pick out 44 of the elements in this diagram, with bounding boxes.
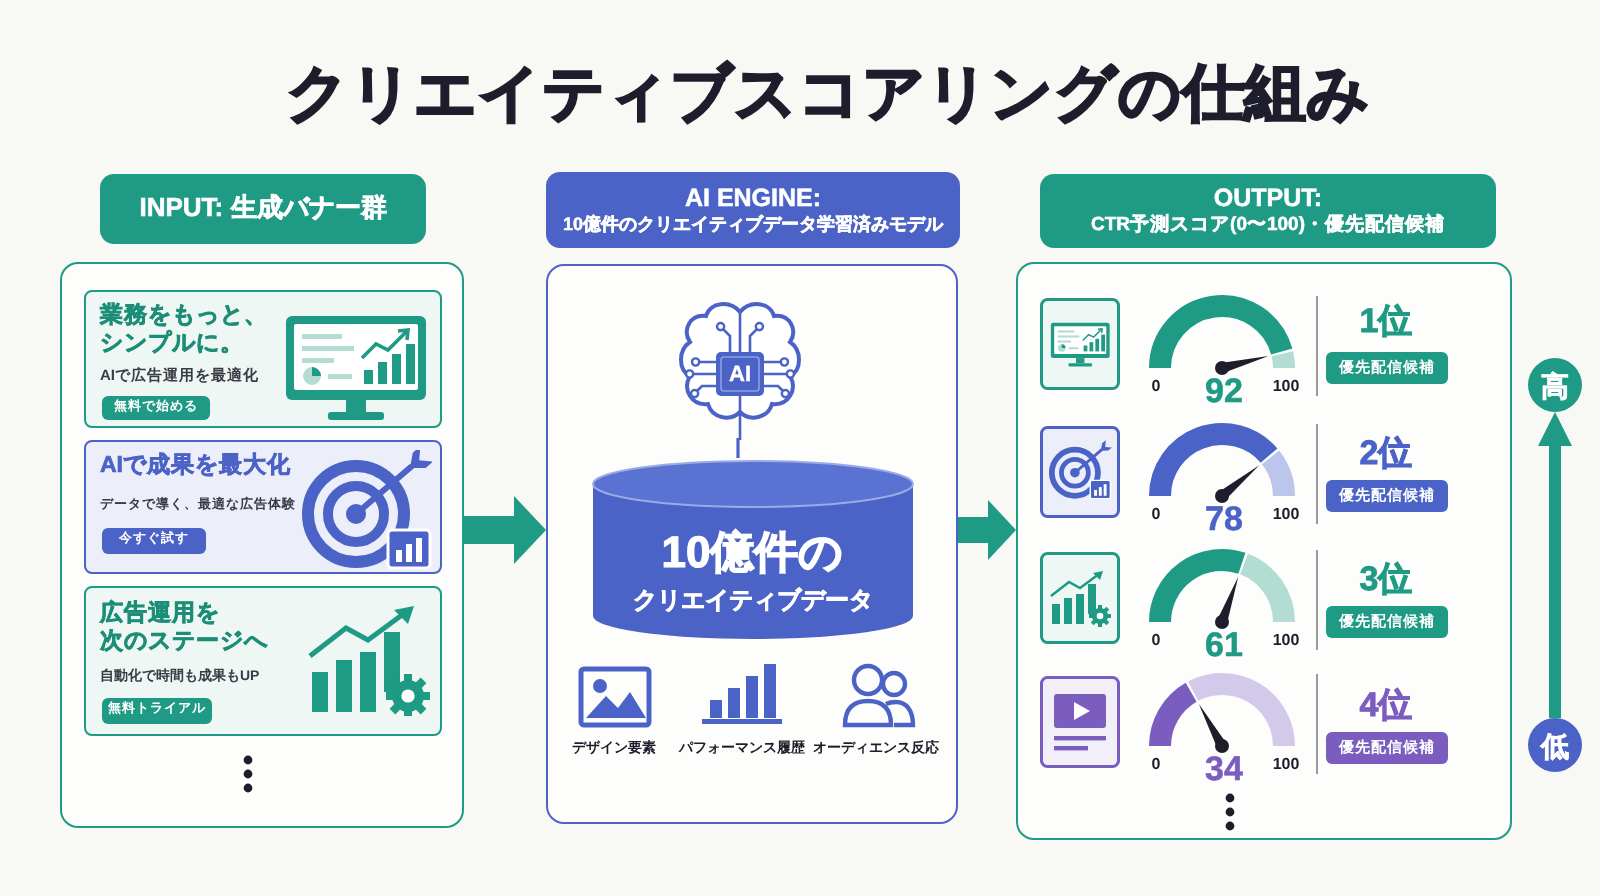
level-circle: 低 bbox=[1528, 718, 1582, 772]
section-header bbox=[546, 172, 960, 248]
section-header: INPUT: 生成バナー群 bbox=[100, 174, 426, 244]
score-value: 61 bbox=[1205, 626, 1243, 666]
score-value: 92 bbox=[1205, 372, 1243, 412]
chip-label: AI bbox=[729, 362, 751, 388]
scale-label: 100 bbox=[1272, 754, 1300, 774]
section-header bbox=[1040, 174, 1496, 248]
connector-line bbox=[736, 438, 740, 458]
panel-frame bbox=[60, 262, 464, 828]
headline: 広告運用を次のステージへ bbox=[100, 600, 268, 658]
cylinder-subtitle: クリエイティブデータ bbox=[633, 588, 873, 616]
panel-frame bbox=[546, 264, 958, 824]
arrow bbox=[958, 500, 1016, 560]
arrow bbox=[464, 496, 546, 564]
scale-label: 100 bbox=[1272, 376, 1300, 396]
panel-frame bbox=[1016, 262, 1512, 840]
scale-label: 0 bbox=[1151, 504, 1161, 524]
scale-label: 0 bbox=[1151, 630, 1161, 650]
scale-label: 0 bbox=[1151, 754, 1161, 774]
header-subtitle: 10億件のクリエイティブデータ学習済みモデル bbox=[562, 214, 943, 237]
rank-label: 3位 bbox=[1359, 560, 1413, 600]
banner-card bbox=[84, 440, 442, 574]
banner-card bbox=[84, 586, 442, 736]
rank-label: 1位 bbox=[1359, 302, 1413, 342]
header-title: OUTPUT: bbox=[1213, 183, 1323, 215]
database-cylinder bbox=[592, 460, 914, 640]
headline: AIで成果を最大化 bbox=[100, 452, 291, 481]
headline: 業務をもっと、シンプルに。 bbox=[100, 302, 268, 360]
score-value: 78 bbox=[1205, 500, 1243, 540]
level-circle: 高 bbox=[1528, 358, 1582, 412]
rank-label: 4位 bbox=[1359, 686, 1413, 726]
scale-label: 100 bbox=[1272, 630, 1300, 650]
header-title: AI ENGINE: bbox=[684, 183, 822, 214]
banner-card bbox=[84, 290, 442, 428]
rank-label: 2位 bbox=[1359, 434, 1413, 474]
score-value: 34 bbox=[1205, 750, 1243, 790]
title: クリエイティブスコアリングの仕組み bbox=[286, 58, 1370, 130]
cylinder-title: 10億件の bbox=[661, 526, 845, 578]
scale-label: 0 bbox=[1151, 376, 1161, 396]
header-subtitle: CTR予測スコア(0〜100)・優先配信候補 bbox=[1091, 214, 1445, 239]
arrow bbox=[1538, 412, 1572, 718]
scale-label: 100 bbox=[1272, 504, 1300, 524]
ai-brain bbox=[674, 296, 806, 440]
